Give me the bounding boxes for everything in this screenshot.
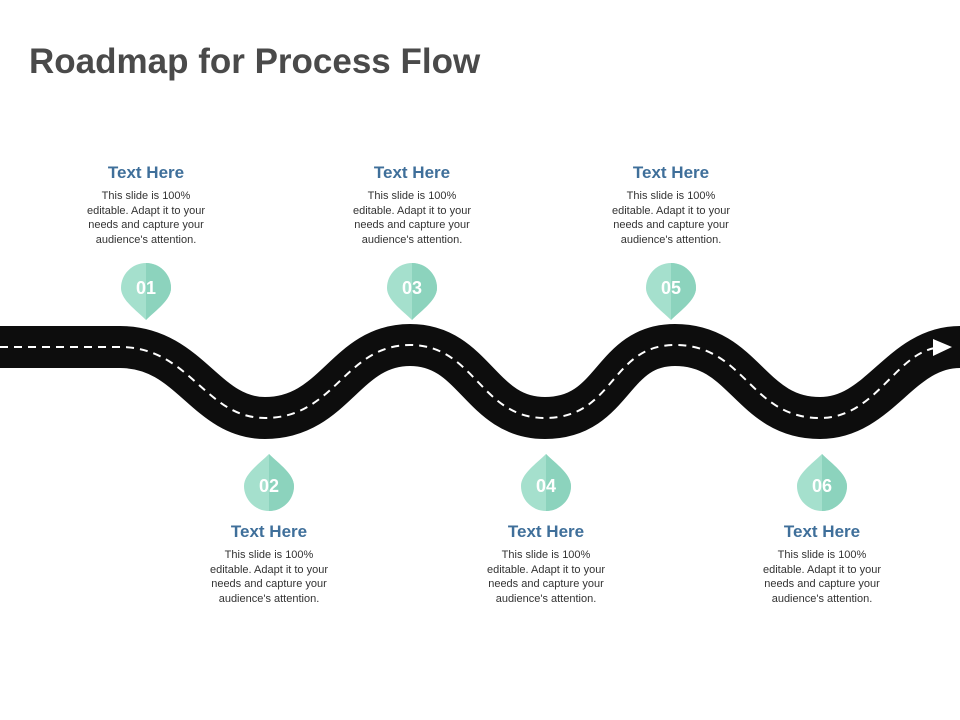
step-05-text: Text Here This slide is 100% editable. A… — [596, 163, 746, 247]
step-heading: Text Here — [230, 522, 308, 541]
step-04-text: Text Here This slide is 100% editable. A… — [471, 522, 621, 606]
step-heading: Text Here — [783, 522, 861, 541]
step-02-pin: 02 — [244, 454, 294, 511]
step-description: This slide is 100% editable. Adapt it to… — [209, 549, 329, 605]
step-06-text: Text Here This slide is 100% editable. A… — [747, 522, 897, 606]
pin-shade — [546, 454, 571, 511]
road — [0, 324, 960, 439]
step-heading: Text Here — [632, 163, 710, 182]
lane-marking — [0, 343, 936, 420]
step-03-pin: 03 — [387, 263, 437, 320]
step-heading: Text Here — [373, 163, 451, 182]
arrow-head-icon — [933, 339, 952, 356]
step-description: This slide is 100% editable. Adapt it to… — [486, 549, 606, 605]
pin-shade — [822, 454, 847, 511]
step-06-pin: 06 — [797, 454, 847, 511]
step-description: This slide is 100% editable. Adapt it to… — [611, 190, 731, 246]
pin-shade — [269, 454, 294, 511]
step-number: 05 — [661, 278, 681, 298]
step-05-pin: 05 — [646, 263, 696, 320]
step-heading: Text Here — [107, 163, 185, 182]
step-number: 06 — [812, 476, 832, 496]
step-number: 02 — [259, 476, 279, 496]
pin-shade — [146, 263, 171, 320]
step-heading: Text Here — [507, 522, 585, 541]
pin-shade — [412, 263, 437, 320]
step-02-text: Text Here This slide is 100% editable. A… — [194, 522, 344, 606]
step-01-pin: 01 — [121, 263, 171, 320]
step-04-pin: 04 — [521, 454, 571, 511]
pin-shade — [671, 263, 696, 320]
step-number: 03 — [402, 278, 422, 298]
step-number: 04 — [536, 476, 556, 496]
step-description: This slide is 100% editable. Adapt it to… — [352, 190, 472, 246]
step-description: This slide is 100% editable. Adapt it to… — [762, 549, 882, 605]
step-03-text: Text Here This slide is 100% editable. A… — [337, 163, 487, 247]
step-number: 01 — [136, 278, 156, 298]
step-01-text: Text Here This slide is 100% editable. A… — [71, 163, 221, 247]
page-title: Roadmap for Process Flow — [29, 42, 481, 81]
step-description: This slide is 100% editable. Adapt it to… — [86, 190, 206, 246]
